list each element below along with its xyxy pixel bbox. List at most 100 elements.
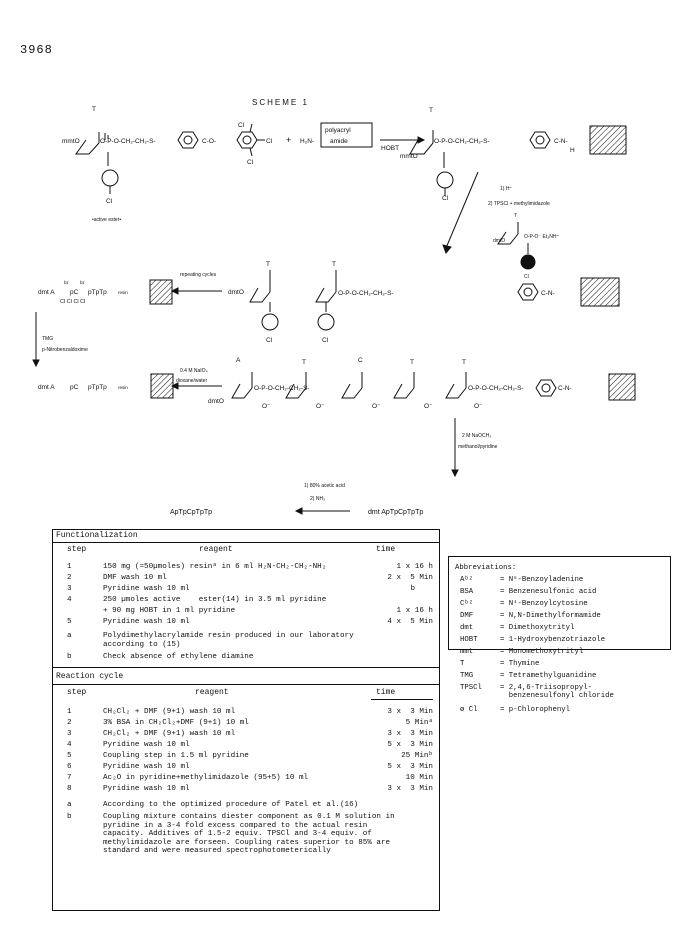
label-resin-1: polyacryl xyxy=(325,127,351,134)
abbr-row: DMF= N,N-Dimethylformamide xyxy=(460,612,601,620)
abbr-row: Cᵇᶻ= N⁴-Benzoylcytosine xyxy=(460,600,588,608)
resin-hatch-3 xyxy=(580,277,620,307)
label-plus: + xyxy=(286,135,291,145)
abbr-row: BSA= Benzenesulfonic acid xyxy=(460,588,597,596)
sugar-ring-1 xyxy=(75,139,100,155)
chlorophenyl-ring-r xyxy=(520,254,536,270)
label-cl-c: Cl xyxy=(247,159,254,166)
scheme-title: SCHEME 1 xyxy=(252,98,309,107)
cycle-header-step: step xyxy=(67,688,87,697)
abbreviations-box: Abbreviations: xyxy=(448,556,671,650)
abbr-row: Aᵇᶻ= N⁶-Benzoyladenine xyxy=(460,576,584,584)
label-t-4a: T xyxy=(302,359,306,366)
label-linker-4a: O-P-O-CH₂-CH₂-S- xyxy=(254,385,310,392)
label-o-minus-4: O⁻ xyxy=(424,403,433,410)
label-linker-1: O-P-O-CH₂-CH₂-S- xyxy=(100,138,156,145)
label-t-1: T xyxy=(92,106,96,113)
label-o-minus-3: O⁻ xyxy=(372,403,381,410)
label-nitro: p-Nitrobenzaldoxime xyxy=(42,347,88,353)
abbr-row: TPSCl= 2,4,6-Triisopropyl- benzenesulfon… xyxy=(460,684,614,700)
label-amide: C-N- xyxy=(554,138,568,145)
label-t-4b: T xyxy=(410,359,414,366)
resin-hatch-2 xyxy=(149,279,173,305)
label-linker-2: O-P-O-CH₂-CH₂-S- xyxy=(434,138,490,145)
label-repeating: repeating cycles xyxy=(180,272,217,278)
cycle-header-reagent: reagent xyxy=(195,688,229,697)
resin-hatch-4 xyxy=(150,373,174,399)
label-dmto-r: dmtO xyxy=(493,238,505,244)
func-header-reagent: reagent xyxy=(199,545,233,554)
label-product: ApTpCpTpTp xyxy=(170,509,212,516)
label-resin-small-1: resin xyxy=(118,290,128,295)
label-dmt-seq-c2: pTpTp xyxy=(88,384,107,391)
label-t-3b: T xyxy=(332,261,336,268)
phenyl-ring-2 xyxy=(529,131,551,149)
label-methanol: methanol/pyridine xyxy=(458,444,498,450)
dichlorophenyl-ring xyxy=(236,131,258,149)
label-mmto-1: mmtO xyxy=(62,138,80,145)
label-o-minus-2: O⁻ xyxy=(316,403,325,410)
label-cl-2: Cl xyxy=(442,195,449,202)
label-cl-r: Cl xyxy=(524,274,529,280)
label-t-3a: T xyxy=(266,261,270,268)
label-dmt-seq-b2: pC xyxy=(70,384,79,391)
label-dmt-seq-c: pTpTp xyxy=(88,289,107,296)
label-cl-3a: Cl xyxy=(266,337,273,344)
label-naio4: 0.4 M NaIO₄ xyxy=(180,368,208,374)
label-resin-small-2: resin xyxy=(118,385,128,390)
label-amide-2: C-N- xyxy=(541,290,555,297)
func-header-time: time xyxy=(376,545,396,554)
resin-hatch-1 xyxy=(589,125,627,155)
label-step1: 1) H⁺ xyxy=(500,186,512,192)
label-dioxane: dioxane/water xyxy=(176,378,207,384)
label-linker-3: O-P-O-CH₂-CH₂-S- xyxy=(338,290,394,297)
abbreviations-list: Aᵇᶻ= N⁶-Benzoyladenine BSA= Benzenesulfo… xyxy=(454,576,674,756)
arrow-diagonal xyxy=(445,171,479,249)
chlorophenyl-ring-1 xyxy=(101,169,119,187)
chlorophenyl-ring-2 xyxy=(436,171,454,189)
reaction-scheme: mmtO T O-P-O-CH₂-CH₂-S- C-O- Cl Cl Cl Cl… xyxy=(32,106,636,516)
label-o-minus-5: O⁻ xyxy=(474,403,483,410)
label-hobt: HOBT xyxy=(381,145,399,152)
label-acetic: 1) 80% acetic acid xyxy=(304,483,345,489)
label-dmto-4: dmtO xyxy=(208,398,224,405)
label-resin-2: amide xyxy=(330,138,348,145)
label-dmto-3: dmtO xyxy=(228,289,244,296)
label-bz-1: bz xyxy=(64,280,70,285)
label-cbz: C xyxy=(358,357,363,364)
label-dmt-seq-b: pC xyxy=(70,289,79,296)
abbreviations-title: Abbreviations: xyxy=(455,564,517,572)
label-dmt-seq-a2: dmt A xyxy=(38,384,55,391)
label-dmt-product: dmt ApTpCpTpTp xyxy=(368,509,423,516)
abbr-row: mmt= Monomethoxytrityl xyxy=(460,648,584,656)
page-number: 3968 xyxy=(20,43,53,57)
label-tmg: TMG xyxy=(42,336,53,342)
cycle-header-time: time xyxy=(376,688,396,697)
label-naoch3: 2 M NaOCH₃ xyxy=(462,433,491,439)
label-clclcl: Cl Cl Cl Cl xyxy=(60,299,85,305)
abbr-row: TMG= Tetramethylguanidine xyxy=(460,672,597,680)
label-dmt-seq-a: dmt A xyxy=(38,289,55,296)
label-h: H xyxy=(570,147,575,154)
label-cl-d: Cl xyxy=(106,198,113,205)
label-cl-a: Cl xyxy=(238,122,245,129)
phenyl-ring-1 xyxy=(177,131,199,149)
label-t-4c: T xyxy=(462,359,466,366)
functionalization-title: Functionalization xyxy=(56,531,138,540)
abbr-row: dmt= Dimethoxytrityl xyxy=(460,624,575,632)
